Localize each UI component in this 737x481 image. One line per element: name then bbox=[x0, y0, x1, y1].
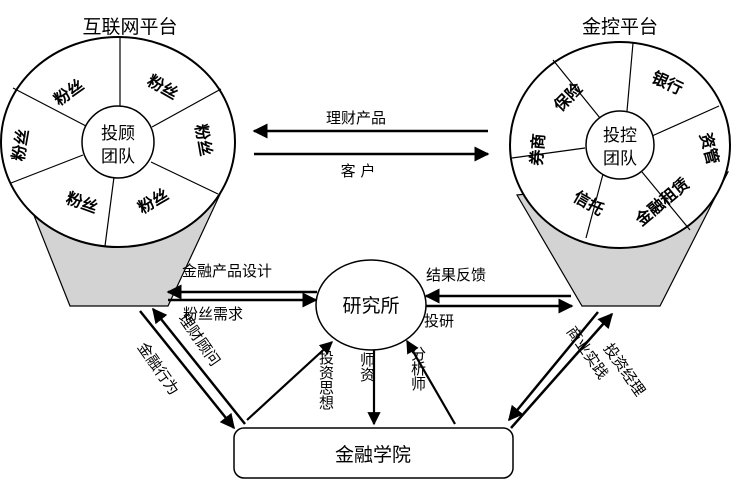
financial-behavior-arrow bbox=[139, 310, 235, 430]
investment-management-arrow bbox=[510, 312, 613, 429]
business-practice-arrow bbox=[508, 311, 599, 422]
financial-behavior-label: 金融行为 bbox=[134, 339, 183, 398]
internet-core-line-1: 投顾 bbox=[101, 124, 135, 144]
internet-platform-dividers bbox=[10, 37, 222, 247]
holding-segment-brokerage: 券商 bbox=[527, 133, 549, 168]
holding-core-line-2: 团队 bbox=[603, 149, 637, 169]
holding-platform-core bbox=[585, 110, 655, 180]
customers-label: 客 户 bbox=[341, 162, 376, 180]
research-institute-label: 研究所 bbox=[342, 295, 399, 317]
investment-thinking-arrow bbox=[246, 341, 333, 421]
wealth-products-label: 理财产品 bbox=[326, 109, 386, 127]
finance-academy-label: 金融学院 bbox=[335, 444, 411, 466]
holding-platform-title: 金控平台 bbox=[582, 16, 658, 38]
financial-advisor-arrow bbox=[152, 307, 246, 425]
internet-platform-title: 互联网平台 bbox=[82, 16, 177, 38]
analyst-label: 分析师 bbox=[409, 346, 427, 391]
investment-thinking-label: 投资思想 bbox=[317, 350, 335, 410]
holding-core-line-1: 投控 bbox=[603, 126, 637, 146]
fan-demand-label: 粉丝需求 bbox=[183, 305, 243, 323]
internet-platform-core bbox=[81, 105, 155, 179]
finance-academy-node bbox=[233, 427, 514, 479]
product-design-label: 金融产品设计 bbox=[182, 262, 272, 280]
analyst-arrow bbox=[406, 339, 456, 425]
faculty-label: 师资 bbox=[358, 352, 376, 382]
investment-research-label: 投研 bbox=[424, 312, 454, 330]
holding-platform-dividers bbox=[511, 42, 720, 239]
result-feedback-label: 结果反馈 bbox=[426, 266, 486, 284]
internet-core-line-2: 团队 bbox=[101, 147, 135, 167]
